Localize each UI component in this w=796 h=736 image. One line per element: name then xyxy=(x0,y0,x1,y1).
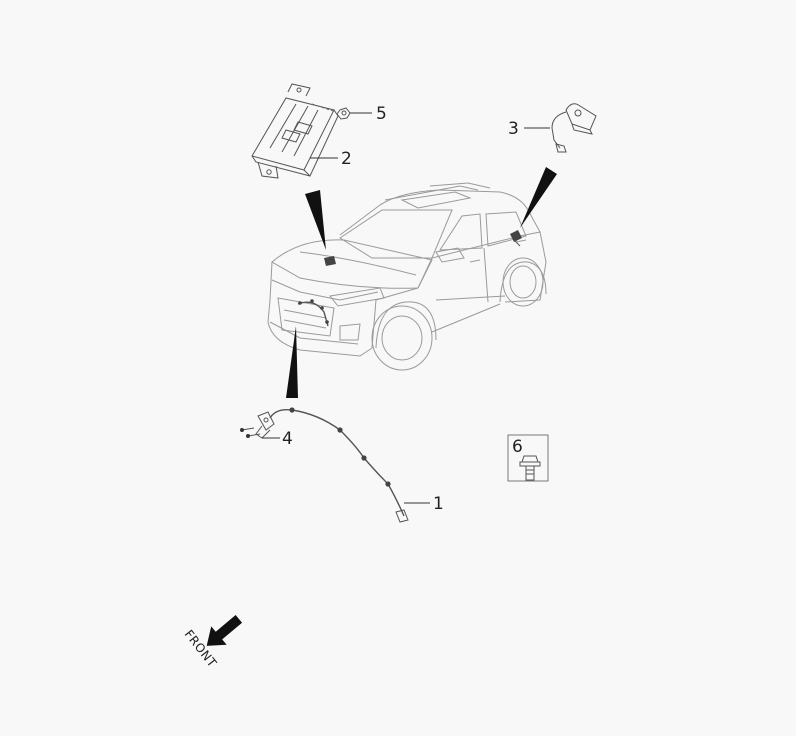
part-1-wiring-harness xyxy=(269,407,409,523)
leader-lines xyxy=(262,112,550,504)
callout-6: 6 xyxy=(512,437,523,457)
part-2-control-module xyxy=(251,83,339,179)
front-indicator: FRONT xyxy=(182,615,243,670)
vehicle-harness-highlight xyxy=(297,299,329,327)
part-6-bolt-box xyxy=(507,434,549,482)
callout-3: 3 xyxy=(508,119,519,139)
part-3-sensor xyxy=(551,103,597,153)
part-4-bracket xyxy=(240,411,275,439)
callout-1: 1 xyxy=(433,494,444,514)
callout-2: 2 xyxy=(341,149,352,169)
vehicle-module-location xyxy=(324,256,336,266)
front-arrow-icon xyxy=(206,615,243,646)
vehicle-outline xyxy=(267,182,547,371)
part-5-nut xyxy=(311,103,351,120)
pointer-wedges xyxy=(286,167,557,398)
callout-5: 5 xyxy=(376,104,387,124)
pointer-wedge-harness xyxy=(286,326,298,398)
pointer-wedge-module xyxy=(305,190,326,250)
vehicle-sensor-location xyxy=(510,230,522,247)
callout-4: 4 xyxy=(282,429,293,449)
pointer-wedge-sensor xyxy=(520,167,557,228)
